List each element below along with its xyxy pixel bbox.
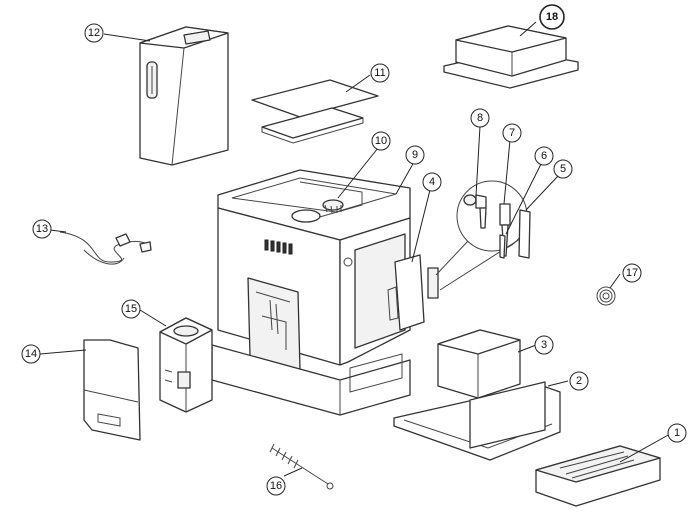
- callout-8-label: 8: [477, 112, 483, 124]
- cleaning-brush-part: [269, 443, 334, 490]
- callout-3-label: 3: [541, 339, 547, 351]
- callout-12-label: 12: [88, 27, 100, 39]
- callout-3: 3: [534, 335, 554, 355]
- callout-5: 5: [553, 159, 573, 179]
- callout-15-circle: [121, 299, 141, 319]
- callout-15: 15: [121, 299, 141, 319]
- callout-12: 12: [84, 23, 104, 43]
- callout-10-circle: [371, 131, 391, 151]
- brew-unit-part: [159, 317, 213, 413]
- callout-2-label: 2: [576, 375, 582, 387]
- drip-grid-part: [535, 445, 661, 507]
- small-parts-detail: [435, 180, 531, 291]
- callout-10: 10: [371, 131, 391, 151]
- callout-14-circle: [21, 344, 41, 364]
- callout-13: 13: [32, 219, 52, 239]
- callout-1: 1: [667, 423, 687, 443]
- callout-18-label: 18: [546, 11, 558, 23]
- grounds-container-part: [437, 329, 521, 399]
- machine-body-part: [211, 169, 439, 416]
- callout-2-circle: [569, 371, 589, 391]
- callout-11-circle: [370, 63, 390, 83]
- callout-9-circle: [405, 145, 425, 165]
- power-cord-part: [59, 231, 152, 265]
- callout-4-circle: [422, 172, 442, 192]
- callout-14: 14: [21, 344, 41, 364]
- callout-6: 6: [534, 146, 554, 166]
- callout-7-circle: [502, 123, 522, 143]
- callout-9-label: 9: [412, 149, 418, 161]
- callout-8: 8: [470, 108, 490, 128]
- callout-16-label: 16: [270, 480, 282, 492]
- callout-18-circle: [539, 4, 565, 30]
- callout-13-label: 13: [36, 223, 48, 235]
- callout-7-label: 7: [509, 127, 515, 139]
- callout-11: 11: [370, 63, 390, 83]
- callout-6-circle: [534, 146, 554, 166]
- callout-5-circle: [553, 159, 573, 179]
- callout-3-circle: [534, 335, 554, 355]
- callout-18: 18: [539, 4, 565, 30]
- callout-16: 16: [266, 476, 286, 496]
- callout-17-circle: [622, 263, 642, 283]
- callout-9: 9: [405, 145, 425, 165]
- drip-tray-part: [393, 381, 561, 461]
- callout-2: 2: [569, 371, 589, 391]
- callout-10-label: 10: [375, 135, 387, 147]
- callout-1-label: 1: [674, 427, 680, 439]
- spring-part: [596, 286, 616, 306]
- callout-8-circle: [470, 108, 490, 128]
- tray-box-part: [443, 25, 579, 89]
- callout-7: 7: [502, 123, 522, 143]
- callout-6-label: 6: [541, 150, 547, 162]
- callout-5-label: 5: [560, 163, 566, 175]
- callout-4-label: 4: [429, 176, 435, 188]
- callout-12-circle: [84, 23, 104, 43]
- callout-13-circle: [32, 219, 52, 239]
- callout-14-label: 14: [25, 348, 37, 360]
- lid-plates-part: [251, 79, 379, 144]
- callout-4: 4: [422, 172, 442, 192]
- leader-lines: [39, 21, 671, 477]
- water-tank-part: [139, 26, 229, 166]
- side-panel-part: [83, 339, 141, 441]
- callout-15-label: 15: [125, 303, 137, 315]
- callout-11-label: 11: [374, 67, 385, 79]
- callout-1-circle: [667, 423, 687, 443]
- callout-17: 17: [622, 263, 642, 283]
- callout-17-label: 17: [626, 267, 638, 279]
- callout-16-circle: [266, 476, 286, 496]
